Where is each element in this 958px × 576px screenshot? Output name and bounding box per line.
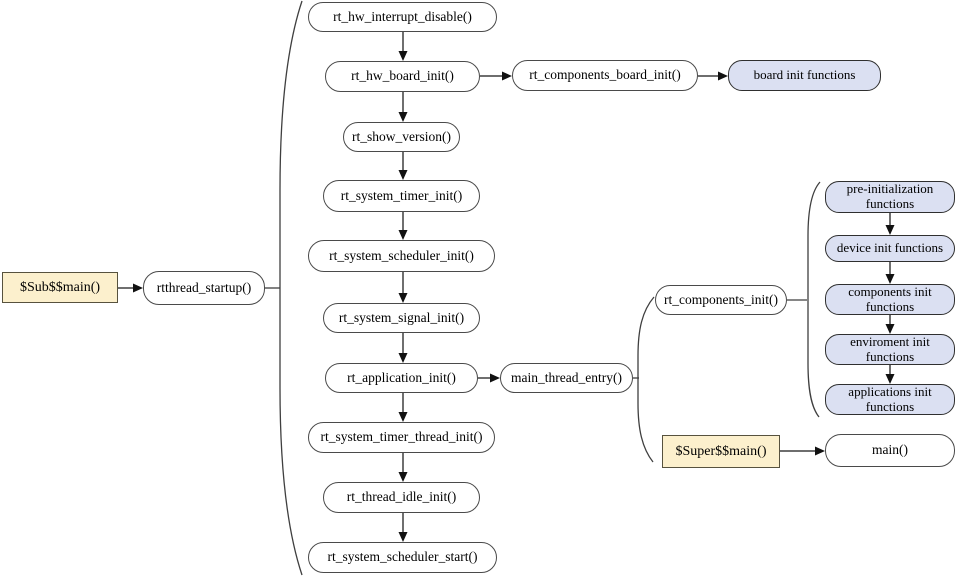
node-sub-main: $Sub$$main() bbox=[2, 272, 118, 303]
node-rt-system-scheduler-init: rt_system_scheduler_init() bbox=[308, 240, 495, 272]
node-device-init-functions: device init functions bbox=[825, 235, 955, 262]
node-main: main() bbox=[825, 434, 955, 467]
node-components-init-functions: components init functions bbox=[825, 284, 955, 315]
node-rt-system-timer-init: rt_system_timer_init() bbox=[323, 180, 480, 212]
brace-rtthread-startup-group bbox=[279, 0, 303, 576]
node-rt-system-scheduler-start: rt_system_scheduler_start() bbox=[308, 542, 497, 573]
node-rt-show-version: rt_show_version() bbox=[343, 122, 460, 152]
node-rt-components-board-init: rt_components_board_init() bbox=[512, 60, 698, 91]
node-applications-init-functions: applications init functions bbox=[825, 384, 955, 415]
node-rt-hw-interrupt-disable: rt_hw_interrupt_disable() bbox=[308, 2, 497, 32]
node-pre-initialization-functions: pre-initialization functions bbox=[825, 181, 955, 213]
node-board-init-functions: board init functions bbox=[728, 60, 881, 91]
node-rt-system-signal-init: rt_system_signal_init() bbox=[323, 303, 480, 333]
node-rtthread-startup: rtthread_startup() bbox=[143, 271, 265, 305]
node-super-main: $Super$$main() bbox=[662, 435, 780, 468]
node-rt-system-timer-thread-init: rt_system_timer_thread_init() bbox=[308, 422, 495, 453]
brace-components-init-group bbox=[807, 181, 821, 418]
node-main-thread-entry: main_thread_entry() bbox=[500, 363, 633, 393]
node-rt-components-init: rt_components_init() bbox=[655, 285, 787, 315]
brace-mainthread-group bbox=[637, 296, 655, 463]
node-rt-hw-board-init: rt_hw_board_init() bbox=[325, 61, 480, 92]
node-rt-application-init: rt_application_init() bbox=[325, 363, 478, 393]
node-rt-thread-idle-init: rt_thread_idle_init() bbox=[323, 482, 480, 513]
node-enviroment-init-functions: enviroment init functions bbox=[825, 334, 955, 365]
